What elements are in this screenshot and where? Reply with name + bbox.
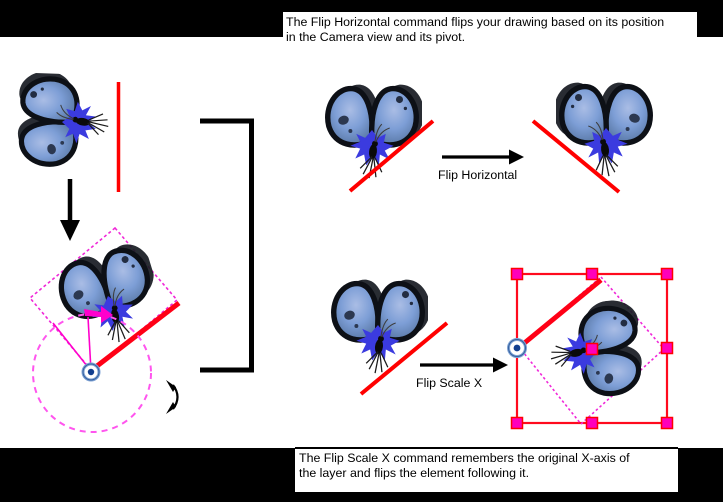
selection-handle (660, 341, 674, 355)
rotate-double-arrow-icon (166, 380, 179, 414)
callout-flip-scale-x-line2: the layer and flips the element followin… (299, 466, 530, 480)
callout-flip-horizontal: The Flip Horizontal command flips your d… (283, 12, 697, 61)
rotated-x-axis-line (95, 301, 181, 368)
pivot-point-icon-right (507, 338, 527, 358)
arrow-label-flip-scale-x: Flip Scale X (416, 376, 483, 390)
frame-bottom-strip (0, 490, 723, 502)
callout-flip-horizontal-line1: The Flip Horizontal command flips your d… (286, 15, 665, 29)
selection-handle (510, 267, 524, 281)
callout-flip-scale-x: The Flip Scale X command remembers the o… (295, 447, 678, 492)
butterfly-rotated (53, 238, 170, 353)
butterfly-flip-sx-source (334, 280, 430, 373)
rotated-bounding-diamond (28, 226, 179, 373)
flip-scale-x-arrow-icon (420, 357, 508, 373)
flipped-x-axis-line (520, 278, 603, 347)
callout-flip-scale-x-line1: The Flip Scale X command remembers the o… (299, 451, 630, 465)
flip-axis-diagonal-source (348, 119, 435, 193)
frame-top-right-block (694, 0, 723, 37)
flip-axis-diagonal-result (531, 119, 621, 194)
down-arrow-icon (60, 179, 80, 241)
selection-handle (660, 416, 674, 430)
x-axis-arrow-icon (84, 306, 113, 323)
butterfly-flip-h-result (554, 83, 650, 176)
selection-handles (510, 267, 674, 430)
selection-handle (585, 416, 599, 430)
butterfly-original-side (17, 70, 110, 166)
selection-handle (660, 267, 674, 281)
butterfly-flip-h-source (328, 85, 424, 178)
selection-handle-center (585, 342, 599, 356)
callout-flip-horizontal-line2: in the Camera view and its pivot. (286, 30, 466, 44)
rotation-angle-indicator (52, 306, 113, 372)
flip-axis-diagonal-sx-source (359, 321, 449, 396)
frame-top-left-block (0, 0, 283, 37)
pivot-point-icon (81, 362, 101, 382)
grouping-bracket (200, 118, 254, 373)
selection-handle (585, 267, 599, 281)
flip-horizontal-arrow-icon (442, 149, 524, 165)
arrow-label-flip-horizontal: Flip Horizontal (438, 168, 518, 182)
selection-handle (510, 416, 524, 430)
